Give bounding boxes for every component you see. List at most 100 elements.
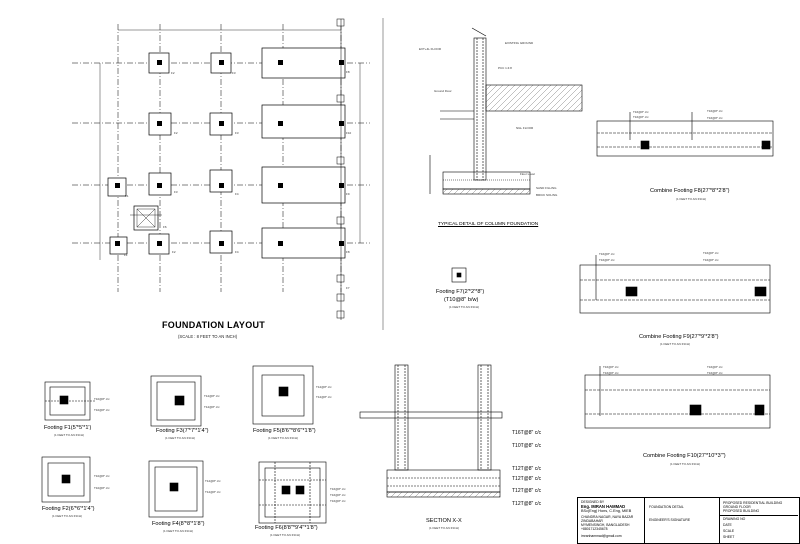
tag-f2-c: F2 — [172, 250, 176, 254]
f10-rebar-1: T16@8" c/c — [603, 365, 619, 369]
f6-rebar-1: T16@8" c/c — [330, 487, 346, 491]
detail-note-7: Ground Floor — [434, 89, 452, 93]
typical-detail-drawing — [429, 27, 583, 195]
f5-rebar-1: T12@8" c/c — [316, 385, 332, 389]
f8-scale: (1 FEET TO AN INCH) — [676, 197, 707, 201]
tag-f7: F7 — [346, 286, 350, 290]
tb-project-3: PROPOSED BUILDING — [723, 509, 760, 513]
f8-title: Combine Footing F8(27'*8'*2'8") — [650, 188, 730, 194]
f3-title: Footing F3(7'*7'*1'4") — [156, 428, 209, 434]
layout-title: FOUNDATION LAYOUT — [162, 320, 266, 330]
f7-drawing — [451, 267, 467, 283]
detail-note-8: Floor Level — [520, 172, 535, 176]
tag-f3-b: F3 — [235, 131, 239, 135]
f10-rebar-4: T16@8" c/c — [707, 371, 723, 375]
f9-rebar-4: T16@8" c/c — [703, 258, 719, 262]
f2-scale: (1 FEET TO AN INCH) — [52, 514, 83, 518]
f4-rebar-2: T12@8" c/c — [205, 490, 221, 494]
tag-f9: F9 — [346, 192, 350, 196]
combined-footing-f9 — [579, 255, 771, 314]
section-label-6: T12T@8" c/c — [512, 501, 542, 507]
f6-rebar-2: T16@8" c/c — [330, 493, 346, 497]
tb-meta-4: SHEET — [723, 535, 735, 539]
f10-title: Combine Footing F10(27'*10'*3'") — [643, 453, 726, 459]
tb-designer-cell: DESIGNED BY Eng. IMRAN HAMMAD BSc(Eng) H… — [578, 498, 645, 543]
f5-scale: (1 FEET TO AN INCH) — [268, 436, 299, 440]
f2-rebar-2: T10@8" c/c — [94, 486, 110, 490]
tb-email: imranhammad@gmail.com — [581, 534, 622, 538]
f5-title: Footing F5(8'6"*8'6"*1'8") — [253, 428, 316, 434]
f1-scale: (1 FEET TO AN INCH) — [54, 433, 85, 437]
tag-f1-a: F1 — [125, 194, 129, 198]
f2-rebar-1: T10@8" c/c — [94, 474, 110, 478]
f8-rebar-1: T16@8" c/c — [633, 110, 649, 114]
section-label-1: T16T@8" c/c — [512, 430, 542, 436]
section-xx-drawing — [359, 364, 503, 498]
f8-rebar-3: T16@8" c/c — [707, 109, 723, 113]
f3-rebar-1: T12@8" c/c — [204, 394, 220, 398]
f6-scale: (1 FEET TO AN INCH) — [270, 533, 301, 537]
section-label-3: T12T@8" c/c — [512, 466, 542, 472]
layout-columns — [115, 60, 344, 246]
title-block: DESIGNED BY Eng. IMRAN HAMMAD BSc(Eng) H… — [577, 497, 800, 544]
section-xx-scale: (1 FEET TO AN INCH) — [429, 526, 460, 530]
tag-f8-b: F8 — [346, 250, 350, 254]
f6-title: Footing F6(8'8"*9'4"*1'8") — [255, 525, 318, 531]
f9-rebar-3: T16@8" c/c — [703, 251, 719, 255]
small-footings-drawings — [41, 365, 327, 524]
detail-note-6: BRICK SOLING — [536, 193, 558, 197]
layout-scale: (SCALE : 8 FEET TO AN INCH) — [178, 334, 238, 339]
detail-note-2: EXISTING GROUND — [505, 41, 534, 45]
combined-footing-f10 — [584, 366, 771, 429]
f3-rebar-2: T12@8" c/c — [204, 405, 220, 409]
detail-note-4: PCC 1:4:8 — [498, 66, 512, 70]
f9-title: Combine Footing F9(27'*9'*2'8") — [639, 334, 719, 340]
tb-drawing-cell: FOUNDATION DETAIL ENGINEER'S SIGNATURE — [645, 498, 720, 543]
detail-note-3: NGL FLOOR — [516, 126, 534, 130]
tb-qualification: BSc(Eng) Hons, C.Eng, MIEB — [581, 509, 632, 513]
tag-f3-a: F3 — [232, 71, 236, 75]
tag-f6: F6 — [163, 225, 167, 229]
detail-note-1: EXT+4L FLOOR — [419, 47, 441, 51]
tb-project-cell: PROPOSED RESIDENTIAL BUILDING GROUND FLO… — [720, 498, 798, 543]
f2-title: Footing F2(6'*6'*1'4") — [42, 506, 95, 512]
f9-rebar-2: T16@8" c/c — [599, 258, 615, 262]
f3-scale: (1 FEET TO AN INCH) — [165, 436, 196, 440]
f7-sub: (T10@8" b/w) — [444, 297, 479, 303]
f8-rebar-4: T16@8" c/c — [707, 116, 723, 120]
tb-drawing-title: FOUNDATION DETAIL — [649, 505, 684, 509]
tb-address-4: +8801712345678 — [581, 527, 608, 531]
f4-title: Footing F4(8'*8'*1'8") — [152, 521, 205, 527]
f4-rebar-1: T12@8" c/c — [205, 479, 221, 483]
tag-f8: F8 — [346, 70, 350, 74]
f9-scale: (1 FEET TO AN INCH) — [660, 342, 691, 346]
tb-address-3: MYMENSINGH, BANGLADESH — [581, 523, 630, 527]
tag-f10: F10 — [346, 131, 352, 135]
tb-project-1: PROPOSED RESIDENTIAL BUILDING — [723, 501, 783, 505]
f7-title: Footing F7(2'*2'*8") — [436, 289, 485, 295]
tag-f4-a: F4 — [235, 192, 239, 196]
tb-designed-by: DESIGNED BY — [581, 500, 605, 504]
f10-scale: (1 FEET TO AN INCH) — [670, 462, 701, 466]
f10-rebar-2: T16@8" c/c — [603, 371, 619, 375]
f10-rebar-3: T16@8" c/c — [707, 365, 723, 369]
tag-f2-a: F2 — [171, 71, 175, 75]
tb-address-2: ZINDABAHAR — [581, 519, 603, 523]
section-label-5: T12T@8" c/c — [512, 488, 542, 494]
f5-rebar-2: T12@8" c/c — [316, 395, 332, 399]
tag-f2-b: F2 — [174, 131, 178, 135]
detail-note-5: SAND FILLING — [536, 186, 557, 190]
f1-rebar-2: T10@8" c/c — [94, 408, 110, 412]
tag-f1-b: F1 — [124, 253, 128, 257]
f6-rebar-3: T16@8" c/c — [330, 499, 346, 503]
f1-rebar-1: T10@8" c/c — [94, 397, 110, 401]
tb-meta-3: SCALE — [723, 529, 735, 533]
tb-address-1: CHANDRA NAGAR, NAYA BAZAR — [581, 515, 634, 519]
f9-rebar-1: T16@8" c/c — [599, 252, 615, 256]
f1-title: Footing F1(5'*5'*1') — [44, 425, 92, 431]
typical-detail-caption: TYPICAL DETAIL OF COLUMN FOUNDATION — [438, 222, 539, 227]
tb-project-2: GROUND FLOOR — [723, 505, 751, 509]
section-label-2: T10T@8" c/c — [512, 443, 542, 449]
tb-signature: ENGINEER'S SIGNATURE — [649, 518, 691, 522]
